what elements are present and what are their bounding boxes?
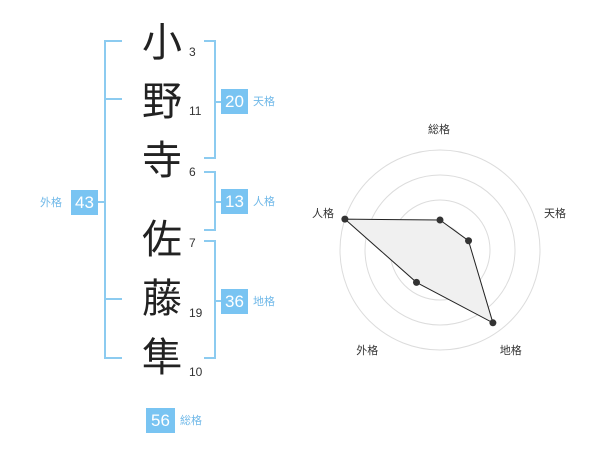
soukaku-badge: 56	[146, 408, 175, 433]
gaikaku-label: 外格	[40, 196, 62, 209]
jinkaku-label: 人格	[253, 195, 275, 208]
radar-label-3: 外格	[356, 343, 379, 357]
given-char-3: 隼	[142, 335, 182, 381]
stroke-count-2: 11	[189, 104, 202, 118]
radar-ring-4	[339, 149, 541, 351]
stroke-count-5: 19	[189, 306, 203, 320]
radar-point-3	[412, 278, 420, 286]
given-char-2: 藤	[142, 276, 182, 322]
radar-label-1: 天格	[544, 207, 567, 221]
stroke-count-6: 10	[189, 365, 203, 379]
tenkaku-label: 天格	[253, 95, 275, 108]
radar-point-4	[341, 215, 349, 223]
gaikaku-badge: 43	[71, 190, 98, 215]
surname-char-1: 小	[142, 20, 182, 66]
soukaku-label: 総格	[180, 414, 202, 427]
stroke-count-4: 7	[189, 236, 196, 250]
radar-label-2: 地格	[499, 343, 522, 357]
surname-char-2: 野	[142, 79, 182, 125]
stroke-count-1: 3	[189, 45, 196, 59]
jinkaku-badge: 13	[221, 189, 248, 214]
radar-point-0	[436, 216, 444, 224]
given-char-1: 佐	[142, 217, 182, 263]
radar-point-1	[465, 237, 473, 245]
stroke-count-3: 6	[189, 165, 196, 179]
radar-label-0: 総格	[428, 123, 450, 136]
radar-points	[341, 215, 497, 327]
chikaku-badge: 36	[221, 289, 248, 314]
tenkaku-badge: 20	[221, 89, 248, 114]
radar-ring-3	[364, 174, 516, 326]
radar-point-2	[489, 319, 497, 327]
chikaku-label: 地格	[253, 295, 275, 308]
surname-char-3: 寺	[142, 138, 182, 184]
radar-polygon	[343, 218, 494, 324]
radar-label-4: 人格	[311, 207, 334, 221]
